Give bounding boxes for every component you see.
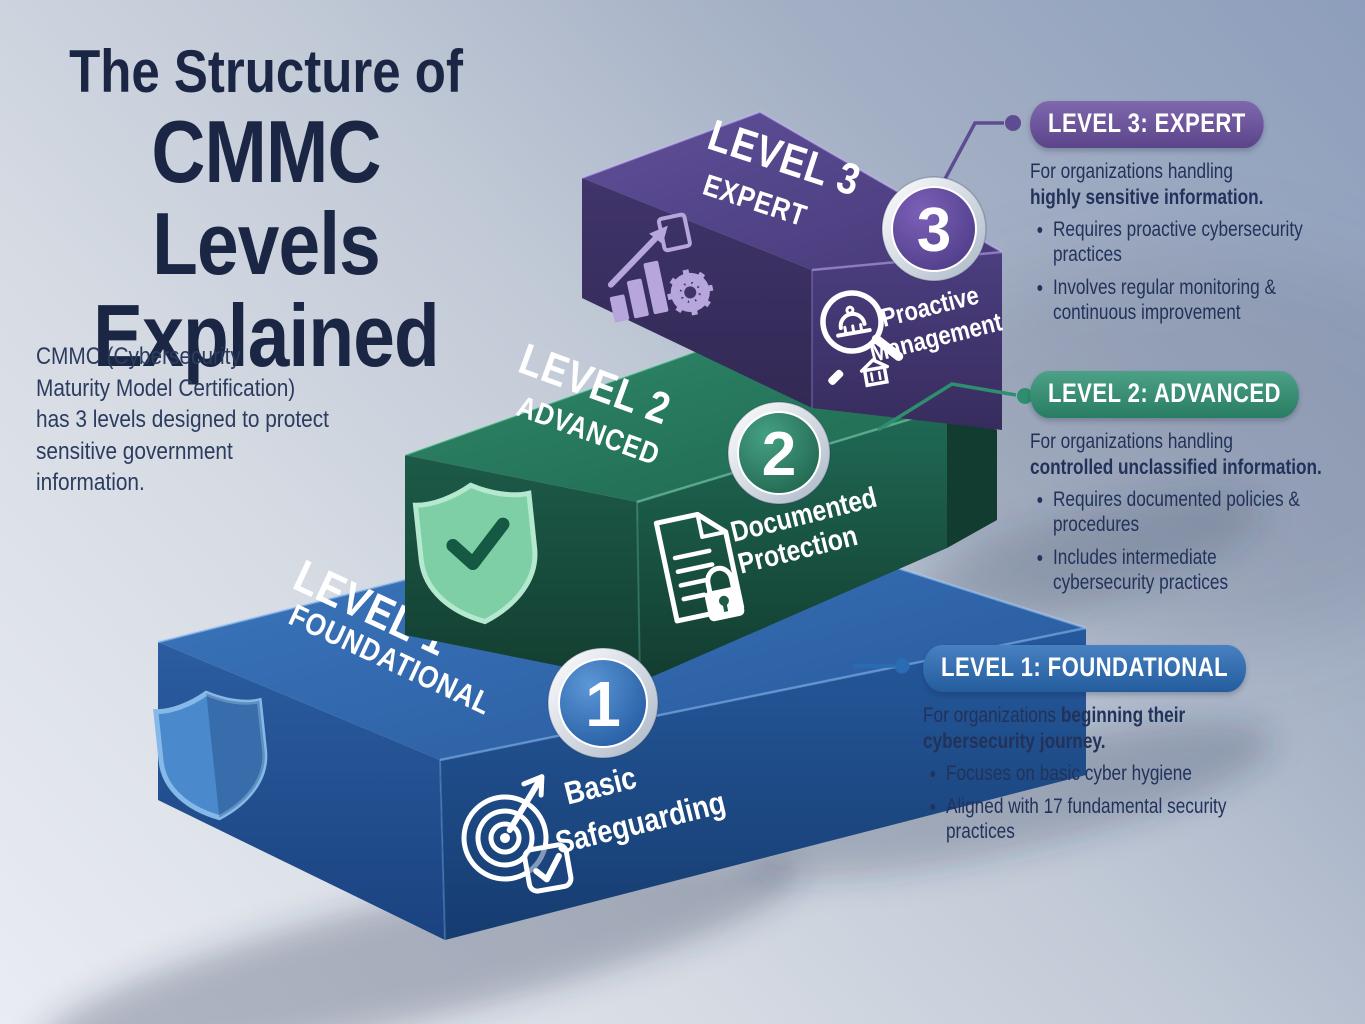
- intro-line: Maturity Model Certification): [36, 374, 296, 402]
- level3-desc-normal: For organizations handling: [1030, 160, 1233, 183]
- intro-line: information.: [36, 469, 145, 496]
- level3-connector-dot: [1005, 115, 1021, 131]
- intro-paragraph: CMMC (Cybersecurity Maturity Model Certi…: [36, 341, 402, 499]
- level1-bullet: Aligned with 17 fundamental security pra…: [946, 794, 1253, 844]
- level3-badge-number: 3: [917, 196, 951, 265]
- page-title-line1: The Structure of: [69, 38, 463, 105]
- shield-check-icon: [412, 482, 538, 625]
- connectors: [853, 115, 1033, 674]
- target-check-icon: [461, 774, 574, 894]
- level2-bullet: Requires documented policies & procedure…: [1053, 487, 1315, 537]
- level2-right-face: [947, 408, 997, 548]
- intro-line: CMMC (Cybersecurity: [36, 343, 241, 370]
- level1-front-face: [440, 628, 1086, 940]
- level3-bullet: Requires proactive cybersecurity practic…: [1053, 217, 1340, 267]
- level1-connector-dot: [894, 658, 910, 674]
- growth-chart-gear-icon: [607, 212, 714, 323]
- level1-desc-normal: For organizations: [923, 704, 1061, 727]
- level1-badge: 1: [547, 647, 659, 759]
- level1-badge-number: 1: [585, 668, 621, 740]
- level3-pill-badge: LEVEL 3: EXPERT: [1030, 101, 1264, 148]
- intro-line: sensitive government: [36, 437, 233, 465]
- page-title-line3: Explained: [93, 286, 440, 385]
- capitol-magnifier-icon: [820, 290, 904, 388]
- level1-bullet: Focuses on basic cyber hygiene: [946, 761, 1253, 786]
- page-title-line2: CMMC Levels: [151, 102, 381, 293]
- level1-desc-bold: beginning their cybersecurity journey.: [923, 704, 1186, 753]
- level2-connector-line: [877, 382, 1017, 432]
- level3-bullet: Involves regular monitoring & continuous…: [1053, 275, 1340, 325]
- level1-panel: LEVEL 1: FOUNDATIONAL For organizations …: [923, 645, 1276, 852]
- level2-bullet: Includes intermediate cybersecurity prac…: [1053, 545, 1315, 595]
- level3-connector-line: [936, 121, 1004, 193]
- level3-bullet-list: Requires proactive cybersecurity practic…: [1030, 217, 1340, 325]
- level2-panel: LEVEL 2: ADVANCED For organizations hand…: [1030, 371, 1365, 603]
- intro-line: has 3 levels designed to protect: [36, 406, 329, 433]
- level1-bullet-list: Focuses on basic cyber hygiene Aligned w…: [923, 761, 1253, 844]
- page-title: The Structure of CMMC Levels Explained: [28, 38, 504, 382]
- level3-desc-bold: highly sensitive information.: [1030, 186, 1264, 209]
- level1-description: For organizations beginning their cybers…: [923, 703, 1276, 755]
- document-lock-icon: [653, 511, 745, 624]
- level1-pill-badge: LEVEL 1: FOUNDATIONAL: [923, 645, 1247, 692]
- level2-description: For organizations handling controlled un…: [1030, 429, 1365, 481]
- level3-badge: 3: [881, 176, 987, 282]
- level3-panel: LEVEL 3: EXPERT For organizations handli…: [1030, 101, 1365, 333]
- level2-bullet-list: Requires documented policies & procedure…: [1030, 487, 1315, 595]
- level2-badge: 2: [727, 401, 831, 505]
- level3-description: For organizations handling highly sensit…: [1030, 159, 1365, 211]
- level2-desc-bold: controlled unclassified information.: [1030, 456, 1322, 479]
- level2-connector-dot: [1017, 388, 1033, 404]
- level2-desc-normal: For organizations handling: [1030, 430, 1233, 453]
- level2-badge-number: 2: [762, 420, 796, 489]
- level2-pill-badge: LEVEL 2: ADVANCED: [1030, 371, 1299, 418]
- shield-icon: [153, 690, 268, 821]
